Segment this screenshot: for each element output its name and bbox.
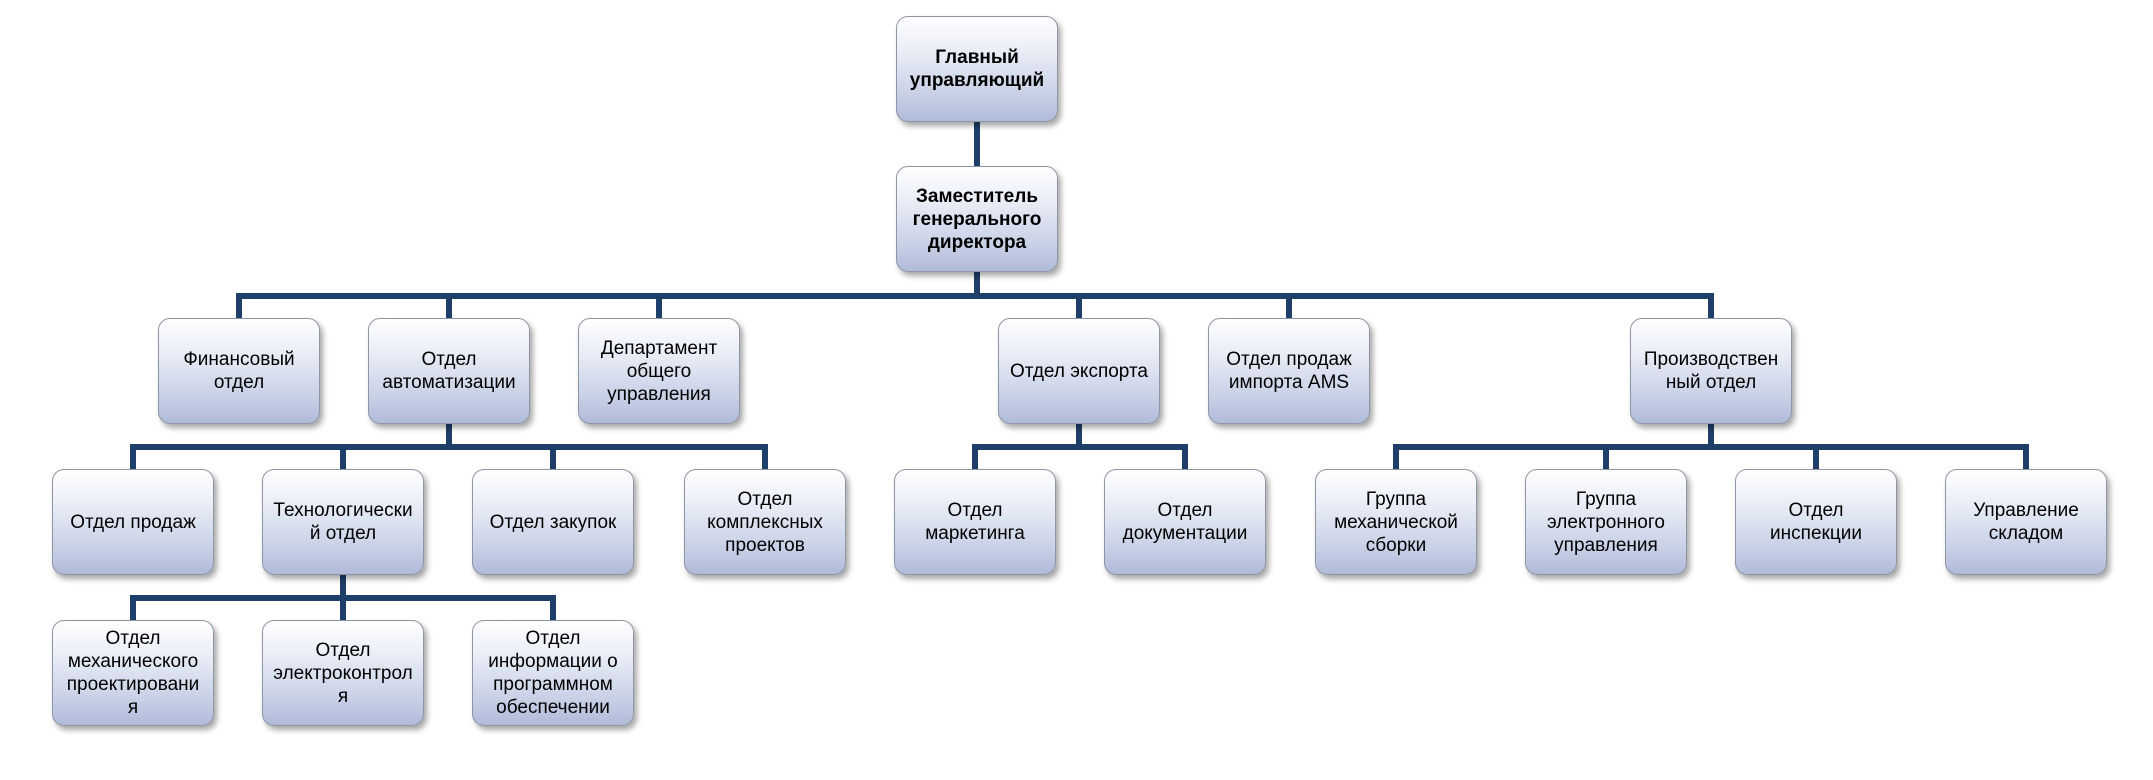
node-label: Заместитель генерального директора: [912, 185, 1042, 253]
node-label: Отдел продаж импорта AMS: [1226, 349, 1352, 393]
node-label: Отдел документации: [1122, 500, 1248, 544]
node-label: Производствен ный отдел: [1643, 349, 1779, 393]
node-mechanical-design: Отдел механического проектировани я: [52, 620, 214, 726]
node-marketing-department: Отдел маркетинга: [894, 469, 1056, 575]
node-technology-department: Технологически й отдел: [262, 469, 424, 575]
node-label: Группа электронного управления: [1547, 488, 1665, 556]
node-automation-department: Отдел автоматизации: [368, 318, 530, 424]
node-label: Отдел экспорта: [1009, 360, 1149, 382]
node-label: Технологически й отдел: [273, 500, 413, 544]
node-mechanical-assembly-group: Группа механической сборки: [1315, 469, 1477, 575]
node-inspection-department: Отдел инспекции: [1735, 469, 1897, 575]
node-software-information: Отдел информации о программном обеспечен…: [472, 620, 634, 726]
node-warehouse-management: Управление складом: [1945, 469, 2107, 575]
node-label: Отдел электроконтрол я: [273, 639, 413, 707]
node-label: Отдел механического проектировани я: [66, 628, 200, 718]
node-electrocontrol: Отдел электроконтрол я: [262, 620, 424, 726]
node-documentation-department: Отдел документации: [1104, 469, 1266, 575]
node-purchasing-department: Отдел закупок: [472, 469, 634, 575]
node-label: Департамент общего управления: [600, 337, 718, 405]
node-deputy-director: Заместитель генерального директора: [896, 166, 1058, 272]
node-label: Группа механической сборки: [1334, 488, 1458, 556]
node-label: Отдел продаж: [70, 511, 196, 533]
node-export-department: Отдел экспорта: [998, 318, 1160, 424]
node-production-department: Производствен ный отдел: [1630, 318, 1792, 424]
node-label: Отдел инспекции: [1770, 500, 1862, 544]
node-sales-department: Отдел продаж: [52, 469, 214, 575]
node-label: Отдел комплексных проектов: [707, 488, 823, 556]
node-label: Финансовый отдел: [183, 349, 295, 393]
node-ams-sales: Отдел продаж импорта AMS: [1208, 318, 1370, 424]
node-label: Отдел закупок: [489, 511, 617, 533]
node-complex-projects: Отдел комплексных проектов: [684, 469, 846, 575]
node-label: Главный управляющий: [909, 47, 1045, 91]
node-label: Отдел информации о программном обеспечен…: [488, 628, 618, 718]
node-electronic-control-group: Группа электронного управления: [1525, 469, 1687, 575]
node-ceo: Главный управляющий: [896, 16, 1058, 122]
node-label: Отдел маркетинга: [925, 500, 1025, 544]
node-label: Отдел автоматизации: [382, 349, 516, 393]
node-general-management: Департамент общего управления: [578, 318, 740, 424]
node-finance-department: Финансовый отдел: [158, 318, 320, 424]
node-label: Управление складом: [1973, 500, 2079, 544]
